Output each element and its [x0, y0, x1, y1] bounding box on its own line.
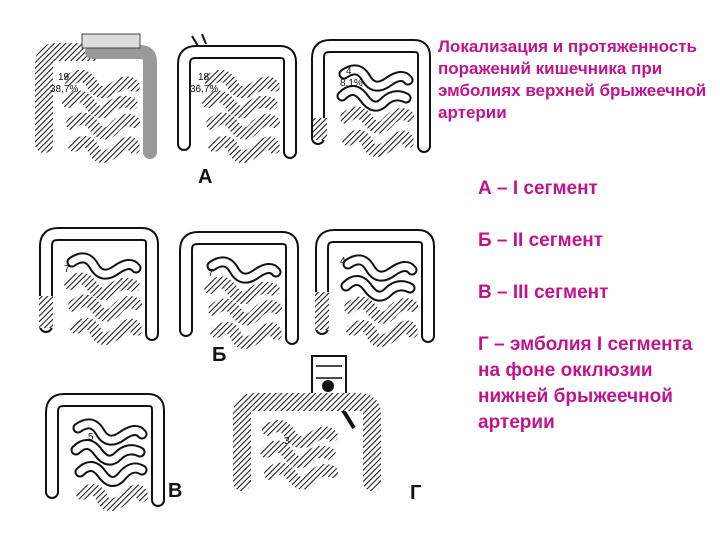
legend-item-v: В – III сегмент: [478, 282, 609, 303]
panel-b2: 7: [164, 210, 314, 350]
panel-a1: 19 38,7%: [22, 24, 172, 164]
panel-b1: 7: [24, 206, 174, 346]
group-label-g: Г: [410, 482, 422, 504]
legend-item-a: А – I сегмент: [478, 178, 598, 199]
percent-label: 36,7%: [190, 84, 218, 95]
percent-label: 8,1%: [340, 78, 363, 89]
count-label: 4: [346, 66, 352, 77]
panel-a2: 18 36,7%: [162, 24, 312, 164]
legend-item-b: Б – II сегмент: [478, 230, 604, 251]
panel-b3: 4: [300, 208, 450, 348]
panel-v1: 5: [30, 372, 180, 512]
count-label: 7: [64, 264, 70, 275]
count-label: 18: [198, 72, 210, 83]
legend-item-g: Г – эмболия I сегмента на фоне окклюзии …: [478, 334, 693, 433]
group-label-b: Б: [212, 344, 227, 366]
count-label: 3: [284, 436, 290, 447]
percent-label: 38,7%: [50, 84, 78, 95]
count-label: 19: [58, 72, 70, 83]
group-label-a: А: [198, 166, 213, 188]
panel-g1: 3: [226, 352, 416, 502]
count-label: 5: [88, 432, 94, 443]
count-label: 7: [208, 268, 214, 279]
group-label-v: В: [168, 480, 183, 502]
panel-a3: 4 8,1%: [296, 18, 446, 158]
slide-heading: Локализация и протяженность поражений ки…: [438, 37, 707, 122]
count-label: 4: [340, 256, 346, 267]
segment-legend: А – I сегмент Б – II сегмент В – III сег…: [478, 176, 718, 462]
